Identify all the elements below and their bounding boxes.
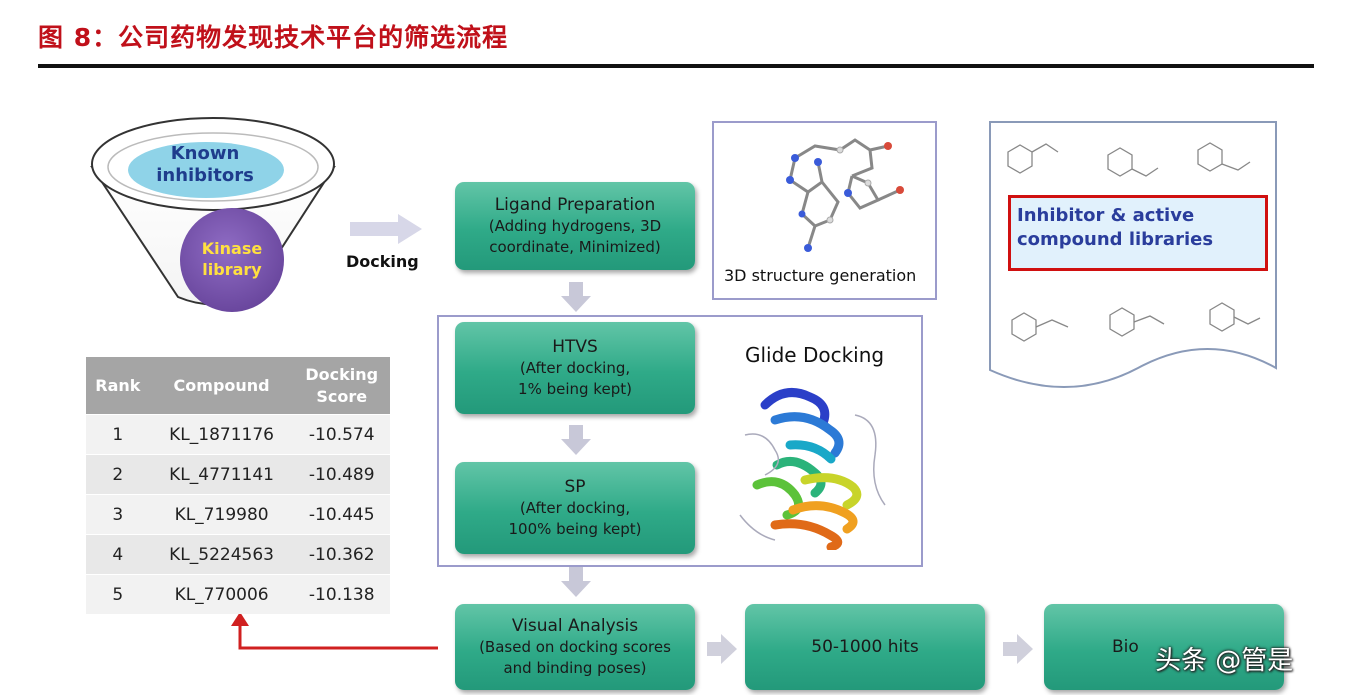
glide-docking-label: Glide Docking [745,343,885,367]
known-inhibitors-label: Known inhibitors [156,143,254,186]
visual-analysis-box: Visual Analysis (Based on docking scores… [455,604,695,690]
score-cell: -10.362 [293,534,390,575]
compound-cell: KL_5224563 [149,534,294,575]
compound-cell: KL_4771141 [149,454,294,495]
docking-arrow [350,214,422,244]
watermark-text: 头条 @管是 [1155,646,1294,676]
down-arrow-2 [561,425,591,455]
compound-cell: KL_1871176 [149,414,294,455]
table-row: 1 KL_1871176 -10.574 [86,414,390,455]
table-row: 3 KL_719980 -10.445 [86,494,390,535]
score-cell: -10.489 [293,454,390,495]
rank-cell: 1 [86,414,150,455]
table-row: 4 KL_5224563 -10.362 [86,534,390,575]
down-arrow-3 [561,567,591,597]
ranking-table: Rank Compound Docking Score 1 KL_1871176… [86,357,390,614]
figure-title: 图 8：公司药物发现技术平台的筛选流程 [38,23,509,52]
right-arrow-1 [707,634,737,664]
rank-cell: 2 [86,454,150,495]
down-arrow-1 [561,282,591,312]
rank-cell: 5 [86,574,150,614]
header-rank: Rank [86,357,150,415]
hits-box: 50-1000 hits [745,604,985,690]
header-compound: Compound [149,357,294,415]
glide-docking-frame [437,315,923,567]
table-row: 5 KL_770006 -10.138 [86,574,390,614]
bio-assay-box: Bio [1044,604,1284,690]
score-cell: -10.574 [293,414,390,455]
molecule-3d-image [786,138,904,252]
kinase-library-label: Kinase library [201,239,263,279]
funnel-graphic [90,117,336,312]
protein-ribbon-image [739,388,886,550]
rank-cell: 3 [86,494,150,535]
title-rule [38,64,1314,68]
compound-cell: KL_719980 [149,494,294,535]
libraries-label: Inhibitor & active compound libraries [1017,205,1214,250]
htvs-box: HTVS (After docking, 1% being kept) [455,322,695,414]
header-docking-score: Docking Score [293,357,390,415]
sp-box: SP (After docking, 100% being kept) [455,462,695,554]
table-row: 2 KL_4771141 -10.489 [86,454,390,495]
rank-cell: 4 [86,534,150,575]
table-header-row: Rank Compound Docking Score [86,357,390,415]
compound-cell: KL_770006 [149,574,294,614]
feedback-arrow [231,612,438,650]
structure-generation-label: 3D structure generation [724,266,917,285]
ligand-preparation-box: Ligand Preparation (Adding hydrogens, 3D… [455,182,695,270]
libraries-highlight-box [1008,195,1268,271]
right-arrow-2 [1003,634,1033,664]
score-cell: -10.138 [293,574,390,614]
docking-label: Docking [346,252,419,271]
score-cell: -10.445 [293,494,390,535]
structure-generation-frame [712,121,937,300]
